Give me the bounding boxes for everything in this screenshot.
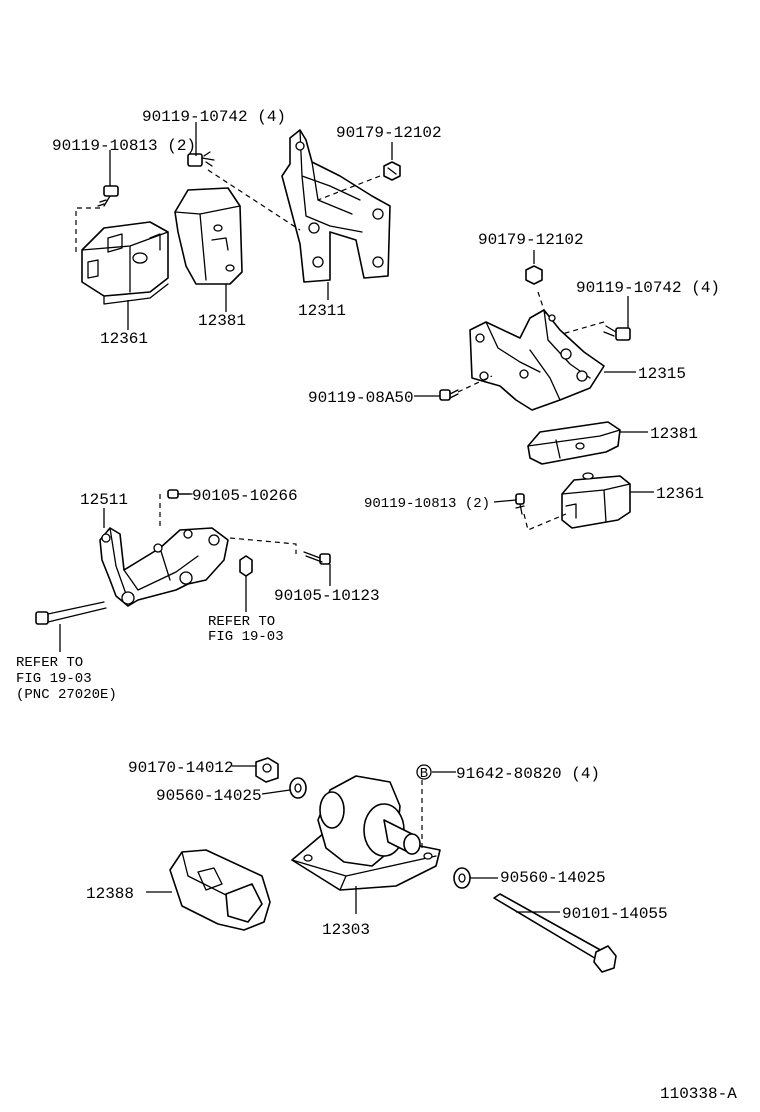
bolt-90119-08a50 <box>439 389 459 401</box>
label-90119-10742-right: 90119-10742 (4) <box>576 279 720 297</box>
bolt-marker-b-text: B <box>420 766 428 782</box>
label-90119-10742-top: 90119-10742 (4) <box>142 108 286 126</box>
insulator-12303 <box>291 775 441 891</box>
label-refer-b-2: FIG 19-03 <box>16 671 92 687</box>
bracket-12311 <box>281 129 391 283</box>
label-91642-80820: 91642-80820 (4) <box>456 765 600 783</box>
label-90170-14012: 90170-14012 <box>128 759 234 777</box>
label-12303: 12303 <box>322 921 370 939</box>
nut-90179-12102-top <box>383 161 401 181</box>
stopper-12381-top <box>174 187 243 285</box>
nut-90179-12102-right <box>525 265 543 285</box>
nut-refer-fig-19-03 <box>239 555 253 577</box>
bolt-90119-10813-right <box>515 493 525 515</box>
bolt-marker-b <box>416 764 432 780</box>
nut-90170-14012 <box>255 757 279 783</box>
bolt-90119-10742-top <box>187 151 215 167</box>
label-refer-a-2: FIG 19-03 <box>208 629 284 645</box>
label-90560-14025-left: 90560-14025 <box>156 787 262 805</box>
label-90179-12102-top: 90179-12102 <box>336 124 442 142</box>
label-refer-b-3: (PNC 27020E) <box>16 687 117 703</box>
bracket-12511 <box>99 527 229 607</box>
label-12388: 12388 <box>86 885 134 903</box>
bolt-90119-10813-top <box>97 185 119 207</box>
insulator-12361-right <box>561 472 631 529</box>
label-90119-10813-right: 90119-10813 (2) <box>364 496 490 512</box>
label-90119-10813-top: 90119-10813 (2) <box>52 137 196 155</box>
label-12361-right: 12361 <box>656 485 704 503</box>
label-12381-top: 12381 <box>198 312 246 330</box>
washer-90560-14025-right <box>453 867 471 889</box>
stopper-12388 <box>169 849 271 931</box>
label-90179-12102-right: 90179-12102 <box>478 231 584 249</box>
label-12361-top: 12361 <box>100 330 148 348</box>
label-refer-b-1: REFER TO <box>16 655 83 671</box>
long-bolt-refer-fig <box>35 601 107 625</box>
bolt-90119-10742-right <box>603 325 631 341</box>
label-90101-14055: 90101-14055 <box>562 905 668 923</box>
bracket-12315 <box>469 309 605 411</box>
figure-id: 110338-A <box>660 1085 737 1103</box>
bolt-90105-10123 <box>303 551 331 565</box>
insulator-12361-top <box>81 221 169 305</box>
washer-90560-14025-left <box>289 777 307 799</box>
label-12381-right: 12381 <box>650 425 698 443</box>
label-90105-10266: 90105-10266 <box>192 487 298 505</box>
label-12511: 12511 <box>80 491 128 509</box>
label-refer-a-1: REFER TO <box>208 614 275 630</box>
label-90119-08a50: 90119-08A50 <box>308 389 414 407</box>
label-90560-14025-right: 90560-14025 <box>500 869 606 887</box>
bolt-90101-14055 <box>493 893 617 973</box>
label-90105-10123: 90105-10123 <box>274 587 380 605</box>
label-12315: 12315 <box>638 365 686 383</box>
stopper-12381-right <box>527 421 621 465</box>
label-12311: 12311 <box>298 302 346 320</box>
